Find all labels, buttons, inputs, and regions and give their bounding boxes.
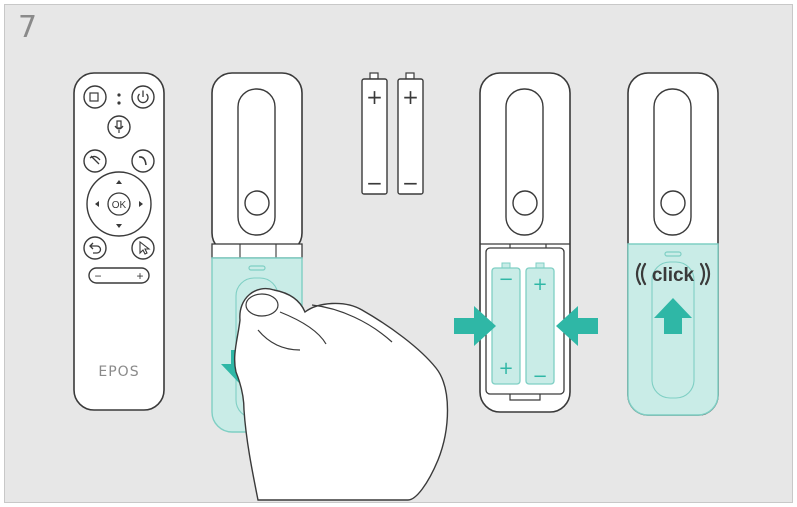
slide-up-arrow-icon [654, 298, 692, 334]
inserted-right-plus: + [532, 274, 547, 295]
hand-illustration [233, 287, 449, 501]
remote-back-batteries-inserted: − + + − [454, 72, 598, 413]
inserted-left-plus: + [498, 358, 513, 379]
right-arrow-icon [139, 201, 143, 207]
volume-rocker: − + [88, 267, 150, 284]
inserted-battery-right: + − [525, 262, 555, 387]
down-arrow-icon [116, 224, 122, 228]
microphone-icon [114, 120, 124, 133]
battery-compartment-edge [211, 243, 303, 259]
battery-left-plus: + [366, 85, 383, 109]
inserted-right-minus: − [532, 366, 547, 387]
battery-left: + − [361, 72, 388, 195]
battery-right: + − [397, 72, 424, 195]
ok-label: OK [112, 200, 127, 211]
battery-left-minus: − [366, 171, 383, 195]
push-right-arrow-icon [454, 306, 496, 346]
battery-right-minus: − [402, 171, 419, 195]
remote-back-sensor [244, 190, 270, 216]
back-arrow-icon [89, 242, 102, 254]
teams-button [83, 85, 107, 109]
pointer-button [131, 236, 155, 260]
hand-outline [233, 287, 449, 501]
remote-control: OK − + EPOS [73, 72, 165, 411]
click-sound-label: click [635, 262, 711, 286]
remote-back-cover-closed: click [627, 72, 719, 416]
answer-call-button [131, 149, 155, 173]
volume-plus-label: + [136, 269, 143, 283]
sound-wave-right-icon [699, 262, 711, 286]
step-number: 7 [18, 10, 38, 45]
navigation-pad: OK [86, 171, 152, 237]
click-label: click [652, 265, 695, 286]
battery-right-plus: + [402, 85, 419, 109]
hang-up-icon [89, 155, 101, 165]
cover-release-notch [248, 265, 266, 271]
thumbnail [245, 293, 279, 317]
phone-icon [138, 156, 147, 166]
brand-logo: EPOS [98, 364, 139, 380]
push-left-arrow-icon [556, 306, 598, 346]
hang-up-button [83, 149, 107, 173]
up-arrow-icon [116, 180, 122, 184]
sound-wave-left-icon [635, 262, 647, 286]
power-button [131, 85, 155, 109]
power-icon [137, 90, 149, 104]
inserted-left-minus: − [498, 269, 513, 290]
status-led-icon [117, 93, 121, 105]
inserted-battery-left: − + [491, 262, 521, 385]
teams-icon [89, 92, 99, 102]
left-arrow-icon [95, 201, 99, 207]
back-button [83, 236, 107, 260]
volume-minus-label: − [94, 269, 101, 283]
mute-button [107, 115, 131, 139]
ok-button [107, 192, 131, 216]
cursor-icon [139, 240, 151, 255]
